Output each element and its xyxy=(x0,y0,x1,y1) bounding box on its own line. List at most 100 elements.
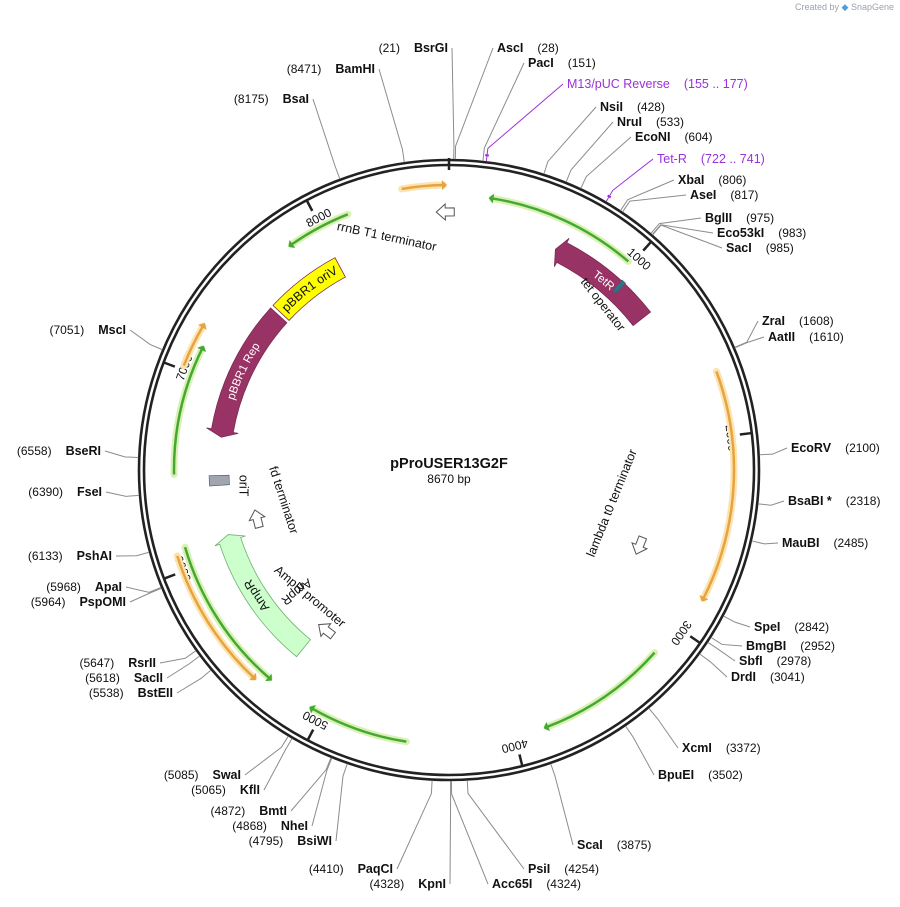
feature-pbbr1-oriv xyxy=(272,257,346,321)
green-arc-arrowhead xyxy=(265,673,272,682)
site-spei[interactable]: SpeI(2842) xyxy=(754,620,829,634)
site-name: RsrII xyxy=(128,656,156,670)
site-psii[interactable]: PsiI (4254) xyxy=(528,862,599,876)
site-rsrii[interactable]: (5647) RsrII xyxy=(80,656,156,670)
site-kpni[interactable]: (4328)KpnI xyxy=(370,877,446,891)
site-tet-r[interactable]: Tet-R(722 .. 741) xyxy=(657,152,765,166)
site-paqci[interactable]: (4410)PaqCI xyxy=(309,862,393,876)
site-name: M13/pUC Reverse xyxy=(567,77,670,91)
site-bsai[interactable]: (8175)BsaI xyxy=(234,92,309,106)
site-asci[interactable]: AscI(28) xyxy=(497,41,559,55)
site-position: (2318) xyxy=(846,494,881,508)
site-aatii[interactable]: AatII(1610) xyxy=(768,330,844,344)
site-xbai[interactable]: XbaI(806) xyxy=(678,173,746,187)
site-leader-line xyxy=(454,47,494,160)
site-position: (8471) xyxy=(287,62,322,76)
feature-label-pbbr1-oriv: pBBR1 oriV xyxy=(279,263,341,315)
site-name: BamHI xyxy=(335,62,375,76)
site-leader-line xyxy=(605,158,654,202)
site-leader-line xyxy=(758,500,785,506)
site-nsii[interactable]: NsiI(428) xyxy=(600,100,665,114)
site-position: (4410) xyxy=(309,862,344,876)
site-drdi[interactable]: DrdI(3041) xyxy=(731,670,805,684)
site-asei[interactable]: AseI(817) xyxy=(690,188,758,202)
site-bmti[interactable]: (4872)BmtI xyxy=(211,804,287,818)
site-leader-line xyxy=(335,763,348,842)
green-arc-arrowhead xyxy=(197,345,207,353)
site-scai[interactable]: ScaI(3875) xyxy=(577,838,651,852)
site-leader-line xyxy=(115,551,150,557)
site-eco53ki[interactable]: Eco53kI(983) xyxy=(717,226,806,240)
tick-label: 3000 xyxy=(668,618,695,648)
site-bmgbi[interactable]: BmgBI(2952) xyxy=(746,639,835,653)
site-maubi[interactable]: MauBI(2485) xyxy=(782,536,868,550)
primer-marker xyxy=(607,194,612,199)
site-leader-line xyxy=(707,641,736,662)
site-swai[interactable]: (5085)SwaI xyxy=(164,768,241,782)
site-econi[interactable]: EcoNI(604) xyxy=(635,130,712,144)
green-arc-arrowhead xyxy=(288,239,296,249)
site-leader-line xyxy=(396,780,433,870)
site-msci[interactable]: (7051)MscI xyxy=(50,323,126,337)
site-acc65i[interactable]: Acc65I(4324) xyxy=(492,877,581,891)
site-bsiwi[interactable]: (4795)BsiWI xyxy=(249,834,332,848)
site-position: (6390) xyxy=(28,485,63,499)
site-position: (2978) xyxy=(777,654,812,668)
lambda-t0-terminator-arrow-icon xyxy=(631,535,649,555)
site-position: (2100) xyxy=(845,441,880,455)
green-arc xyxy=(172,348,204,475)
site-zrai[interactable]: ZraI(1608) xyxy=(762,314,834,328)
site-pshai[interactable]: (6133)PshAI xyxy=(28,549,112,563)
site-name: SacI xyxy=(726,241,752,255)
site-sbfi[interactable]: SbfI(2978) xyxy=(739,654,811,668)
site-name: PsiI xyxy=(528,862,550,876)
plasmid-name: pProUSER13G2F xyxy=(390,456,508,472)
site-bglii[interactable]: BglII(975) xyxy=(705,211,774,225)
site-leader-line xyxy=(550,763,574,846)
site-position: (1608) xyxy=(799,314,834,328)
site-position: (985) xyxy=(766,241,794,255)
site-leader-line xyxy=(311,757,333,827)
site-leader-line xyxy=(378,68,405,163)
site-leader-line xyxy=(622,194,687,213)
site-nhei[interactable]: (4868)NheI xyxy=(232,819,308,833)
site-leader-line xyxy=(159,650,197,664)
site-bsabi[interactable]: BsaBI *(2318) xyxy=(788,494,880,508)
site-leader-line xyxy=(312,98,341,179)
site-position: (4254) xyxy=(564,862,599,876)
site-position: (533) xyxy=(656,115,684,129)
site-m13-puc-reverse[interactable]: M13/pUC Reverse(155 .. 177) xyxy=(567,77,748,91)
site-leader-line xyxy=(710,637,743,647)
site-sacii[interactable]: (5618)SacII xyxy=(85,671,163,685)
site-position: (5647) xyxy=(80,656,115,670)
site-leader-line xyxy=(104,450,139,458)
site-xcmi[interactable]: XcmI(3372) xyxy=(682,741,761,755)
site-bsrgi[interactable]: (21)BsrGI xyxy=(379,41,448,55)
site-nrui[interactable]: NruI(533) xyxy=(617,115,684,129)
site-name: AseI xyxy=(690,188,716,202)
site-leader-line xyxy=(543,106,597,174)
site-name: BstEII xyxy=(138,686,173,700)
site-fsei[interactable]: (6390)FseI xyxy=(28,485,102,499)
site-bamhi[interactable]: (8471) BamHI xyxy=(287,62,375,76)
site-pspomi[interactable]: (5964)PspOMI xyxy=(31,595,126,609)
plasmid-length: 8670 bp xyxy=(427,472,471,486)
plasmid-backbone xyxy=(137,158,761,782)
feature-label-fd-terminator: fd terminator xyxy=(266,465,301,536)
site-kfli[interactable]: (5065)KflI xyxy=(191,783,260,797)
site-bseri[interactable]: (6558)BseRI xyxy=(17,444,101,458)
site-name: BsaI xyxy=(283,92,309,106)
restriction-sites: (21)BsrGI AscI(28)PacI(151) M13/pUC Revers… xyxy=(17,41,881,891)
ampr-promoter-arrow-icon xyxy=(318,623,337,640)
site-paci[interactable]: PacI(151) xyxy=(528,56,596,70)
site-ecorv[interactable]: EcoRV(2100) xyxy=(791,441,880,455)
site-position: (4795) xyxy=(249,834,284,848)
site-name: BmgBI xyxy=(746,639,786,653)
site-saci[interactable]: SacI (985) xyxy=(726,241,794,255)
site-bsteii[interactable]: (5538)BstEII xyxy=(89,686,173,700)
site-bpuei[interactable]: BpuEI(3502) xyxy=(658,768,743,782)
site-apai[interactable]: (5968)ApaI xyxy=(46,580,122,594)
orange-arc-arrowhead xyxy=(249,672,257,681)
orange-arc-arrowhead xyxy=(441,180,447,191)
site-name: XcmI xyxy=(682,741,712,755)
